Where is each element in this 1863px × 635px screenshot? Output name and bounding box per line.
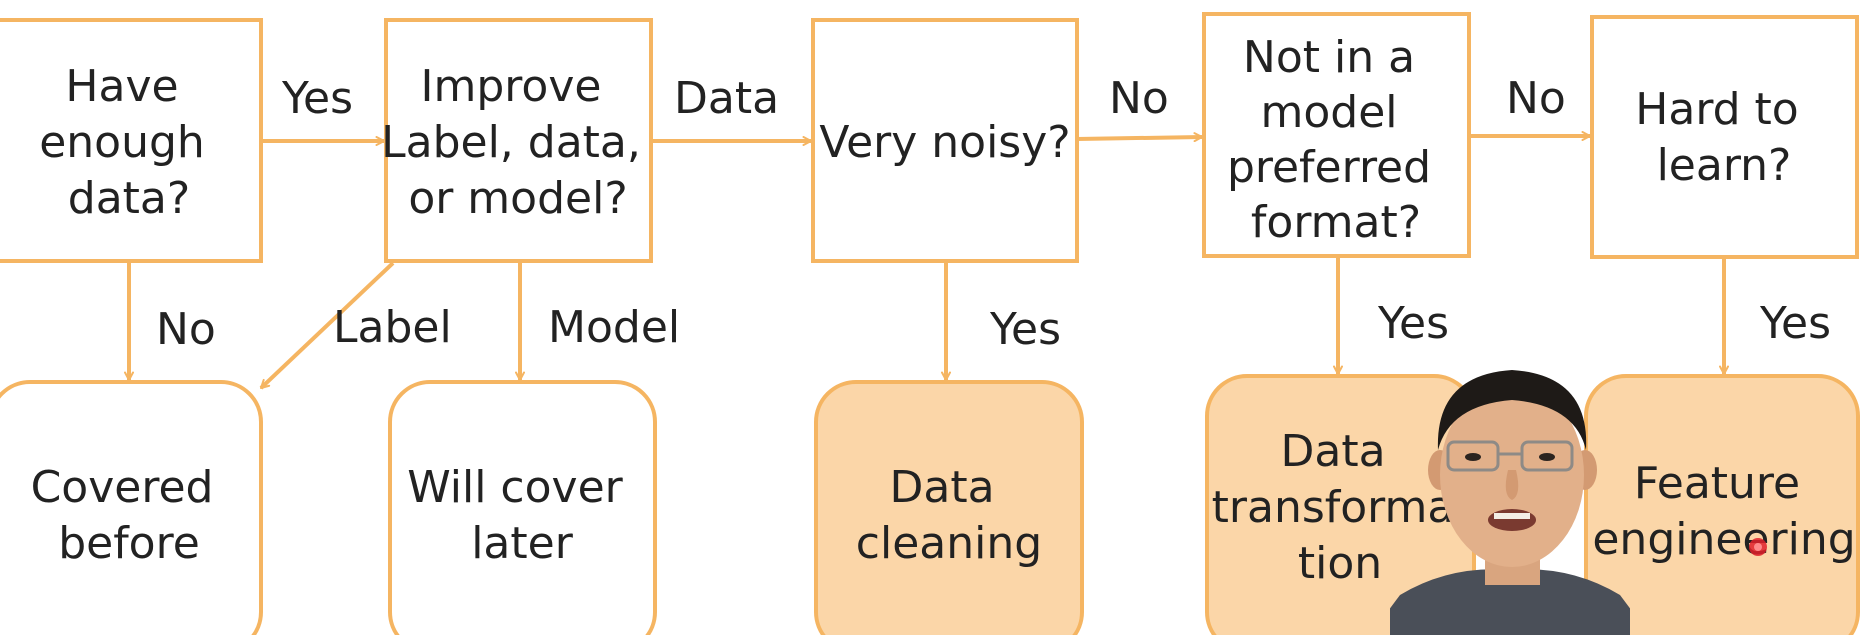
node-will-cover-box — [388, 380, 657, 635]
node-covered-label: Covered before — [31, 462, 228, 569]
edge-label-data: Data — [674, 73, 779, 124]
edge-label-yes-cleaning: Yes — [989, 304, 1061, 355]
node-transformation-label: Data transforma tion — [1212, 426, 1469, 589]
edge-noisy-to-format — [1076, 132, 1203, 143]
presenter-video-overlay — [1390, 370, 1630, 635]
node-will-cover-label: Will cover later — [407, 462, 637, 569]
node-cleaning-box — [814, 380, 1084, 635]
edge-label-no-covered: No — [156, 304, 216, 355]
node-feature-label: Feature engineering — [1592, 458, 1855, 565]
node-improve-label: Improve Label, data, or model? — [381, 61, 655, 224]
edge-label-model: Model — [548, 302, 680, 353]
node-feature-box — [1584, 374, 1860, 635]
edge-label-no-noisy: No — [1109, 73, 1169, 124]
node-hard-box — [1590, 15, 1859, 259]
node-cleaning-label: Data cleaning — [856, 462, 1042, 569]
node-format-box — [1202, 12, 1471, 258]
node-enough-data-label: Have enough data? — [39, 61, 219, 224]
edge-label-no-format: No — [1506, 73, 1566, 124]
laser-pointer-dot — [1749, 538, 1767, 556]
node-format-label: Not in a model preferred format? — [1227, 32, 1445, 248]
node-noisy-label: Very noisy? — [819, 117, 1070, 168]
edge-improve-to-covered — [259, 261, 395, 390]
edge-label-label: Label — [333, 302, 452, 353]
node-improve-box — [384, 18, 653, 263]
node-enough-data-box — [0, 18, 263, 263]
node-covered-box — [0, 380, 263, 635]
presenter-icon — [1390, 370, 1630, 635]
edge-label-yes-enough: Yes — [281, 73, 353, 124]
edge-label-yes-transformation: Yes — [1377, 298, 1449, 349]
node-hard-label: Hard to learn? — [1635, 84, 1812, 191]
edge-label-yes-feature: Yes — [1759, 298, 1831, 349]
